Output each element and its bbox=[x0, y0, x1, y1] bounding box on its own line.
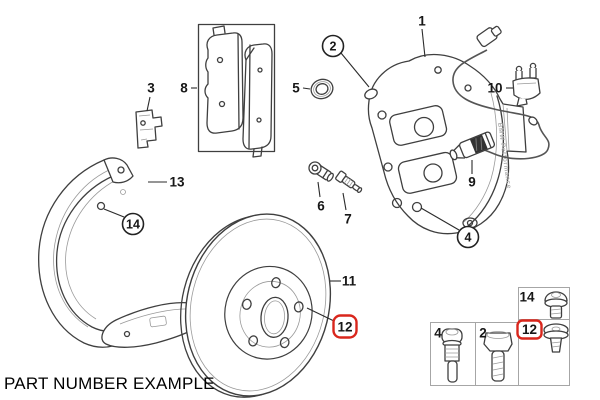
legend-screw-12 bbox=[543, 323, 569, 353]
guide-seal bbox=[310, 78, 334, 100]
legend-ref-2[interactable]: 2 bbox=[479, 326, 487, 341]
brake-caliper: BMW Performance bbox=[364, 53, 527, 235]
svg-text:8: 8 bbox=[180, 81, 188, 96]
callout-3[interactable]: 3 bbox=[146, 81, 155, 112]
svg-text:11: 11 bbox=[342, 274, 357, 289]
svg-text:12: 12 bbox=[522, 322, 537, 337]
legend-bolt-2 bbox=[483, 331, 513, 382]
svg-text:10: 10 bbox=[487, 81, 502, 96]
leader-line bbox=[317, 181, 321, 198]
brake-pad-inner bbox=[204, 25, 244, 134]
red-highlight-box bbox=[516, 319, 543, 340]
legend-ref-4[interactable]: 4 bbox=[434, 326, 442, 341]
svg-text:6: 6 bbox=[317, 199, 325, 214]
leader-line bbox=[146, 96, 151, 112]
callout-4[interactable]: 4 bbox=[420, 207, 480, 249]
svg-text:4: 4 bbox=[465, 231, 472, 245]
leader-line bbox=[342, 192, 347, 211]
guide-bolt bbox=[335, 170, 363, 194]
leader-line bbox=[302, 87, 311, 90]
legend-ref-14[interactable]: 14 bbox=[519, 290, 535, 305]
hardware-legend: 4 2 14 12 bbox=[430, 287, 570, 386]
sensor-body bbox=[449, 131, 496, 161]
sensor-connector bbox=[476, 25, 502, 48]
brake-disc bbox=[179, 213, 332, 398]
leader-line bbox=[421, 28, 426, 58]
svg-text:13: 13 bbox=[169, 175, 185, 190]
legend-ref-12-highlighted[interactable]: 12 bbox=[516, 319, 543, 340]
legend-bolt-14 bbox=[544, 291, 568, 319]
leader-line bbox=[340, 52, 370, 88]
leader-line bbox=[306, 307, 335, 322]
callout-10[interactable]: 10 bbox=[487, 81, 513, 96]
pad-retainer-clip bbox=[135, 109, 163, 149]
caption-part-number-example: PART NUMBER EXAMPLE bbox=[4, 374, 215, 393]
callout-7[interactable]: 7 bbox=[342, 192, 352, 227]
svg-text:14: 14 bbox=[126, 218, 140, 232]
callout-14[interactable]: 14 bbox=[103, 208, 145, 236]
callout-13[interactable]: 13 bbox=[148, 175, 185, 190]
svg-text:12: 12 bbox=[337, 320, 352, 335]
svg-text:2: 2 bbox=[330, 40, 337, 54]
callout-6[interactable]: 6 bbox=[317, 181, 325, 214]
callout-1[interactable]: 1 bbox=[418, 14, 426, 58]
sensor-bracket bbox=[512, 62, 541, 107]
callout-9[interactable]: 9 bbox=[468, 160, 476, 190]
callout-5[interactable]: 5 bbox=[292, 81, 311, 96]
svg-text:1: 1 bbox=[418, 14, 426, 29]
wear-sensor bbox=[449, 25, 550, 161]
leader-line bbox=[420, 207, 460, 231]
bleeder-screw bbox=[308, 161, 334, 182]
callout-2[interactable]: 2 bbox=[321, 34, 370, 88]
svg-text:3: 3 bbox=[147, 81, 155, 96]
leader-line bbox=[103, 208, 125, 218]
svg-text:5: 5 bbox=[292, 81, 300, 96]
legend-bolt-4 bbox=[441, 328, 463, 383]
red-highlight-box bbox=[332, 314, 358, 339]
callout-11[interactable]: 11 bbox=[330, 274, 357, 289]
brake-pad-outer bbox=[242, 43, 273, 158]
callout-12-highlighted[interactable]: 12 bbox=[306, 307, 358, 339]
callout-8[interactable]: 8 bbox=[180, 81, 197, 96]
brake-pads-box bbox=[197, 23, 276, 158]
svg-text:9: 9 bbox=[468, 175, 476, 190]
svg-text:7: 7 bbox=[344, 212, 352, 227]
